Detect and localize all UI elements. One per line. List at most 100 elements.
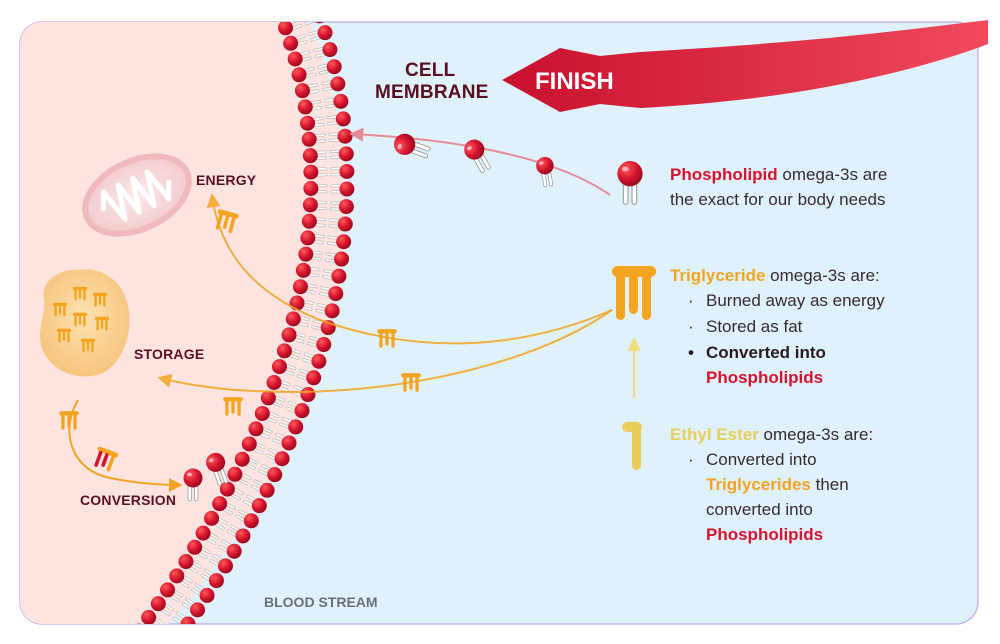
energy-path <box>206 193 613 345</box>
lipid-head <box>178 554 194 570</box>
lipid-head <box>338 146 354 162</box>
lipid-tail <box>304 13 318 18</box>
triglyceride-molecule <box>223 397 243 416</box>
storage-path <box>157 309 613 394</box>
triglyceride-caption: Triglyceride omega-3s are: <box>670 263 880 288</box>
lipid-head <box>330 76 346 92</box>
lipid-head <box>295 262 311 278</box>
ethyl-ester-name: Ethyl Ester <box>670 425 759 444</box>
lipid-head <box>251 498 267 514</box>
lipid-tail <box>137 633 149 642</box>
lipid-head <box>302 148 318 164</box>
lipid-head <box>266 374 282 390</box>
ethyl-ester-intro: omega-3s are: <box>758 425 874 444</box>
finish-label: FINISH <box>535 68 614 95</box>
lipid-head <box>301 131 317 147</box>
ethyl-ester-bullet-line4: Phospholipids <box>706 525 824 544</box>
cell-membrane <box>131 0 355 644</box>
lipid-head <box>285 311 301 327</box>
lipid-head <box>219 481 235 497</box>
lipid-head <box>272 5 287 20</box>
lipid-head <box>212 496 228 512</box>
lipid-head <box>150 596 166 612</box>
triglyceride-molecule <box>401 373 421 392</box>
lipid-head <box>171 631 186 644</box>
lipid-head <box>333 93 349 109</box>
lipid-head <box>199 587 215 603</box>
storage-label: STORAGE <box>134 346 205 362</box>
lipid-head <box>226 543 242 559</box>
triglyceride-molecule <box>377 329 397 348</box>
lipid-tail <box>298 0 312 2</box>
lipid-tail <box>304 13 318 18</box>
lipid-head <box>306 0 321 7</box>
lipid-head <box>287 51 303 67</box>
triglyceride-molecule <box>59 411 79 430</box>
lipid-head <box>190 602 206 618</box>
lipid-head <box>169 568 185 584</box>
lipid-head <box>317 25 333 41</box>
lipid-head <box>234 451 250 467</box>
phospholipid-name: Phospholipid <box>670 165 778 184</box>
lipid-head <box>180 616 196 624</box>
lipid-head <box>334 251 350 267</box>
lipid-tail <box>281 10 295 15</box>
lipid-head <box>328 286 344 302</box>
lipid-tail <box>141 629 153 638</box>
lipid-head <box>338 199 354 215</box>
lipid-tail <box>164 632 176 641</box>
lipid-head <box>278 22 294 36</box>
lipid-head <box>303 181 319 197</box>
triglyceride-bullet-fat-text: Stored as fat <box>706 317 803 336</box>
lipid-head <box>303 164 319 180</box>
lipid-head <box>276 343 292 359</box>
lipid-tail <box>300 2 314 7</box>
lipid-head <box>336 234 352 250</box>
lipid-head <box>302 197 318 213</box>
phospholipid-text-line1: omega-3s are <box>777 165 888 184</box>
lipid-head <box>217 558 233 574</box>
lipid-head <box>266 0 281 5</box>
lipid-head <box>241 436 257 452</box>
blood-stream-label: BLOOD STREAM <box>264 594 378 610</box>
lipid-head <box>131 623 147 624</box>
triglyceride-bullet-convert: •Converted into Phospholipids <box>688 343 826 387</box>
ethyl-ester-icon <box>622 422 642 470</box>
cell-membrane-label-line2: MEMBRANE <box>375 82 489 103</box>
triglyceride-bullet-energy-text: Burned away as energy <box>706 291 885 310</box>
lipid-head <box>271 359 287 375</box>
ethyl-ester-bullet: ·Converted into Triglycerides then conve… <box>688 450 849 544</box>
lipid-head <box>235 528 251 544</box>
lipid-head <box>267 467 283 483</box>
lipid-head <box>281 327 297 343</box>
triglyceride-bullet-convert-line2: Phospholipids <box>706 368 824 387</box>
lipid-head <box>300 230 316 246</box>
lipid-head <box>339 163 355 179</box>
lipid-head <box>248 421 264 437</box>
lipid-tail <box>164 632 176 641</box>
fat-storage-icon <box>40 269 130 377</box>
lipid-head <box>274 451 290 467</box>
triglyceride-bullet-fat: ·Stored as fat <box>688 317 803 336</box>
phospholipid-caption: Phospholipid omega-3s are the exact for … <box>670 162 887 212</box>
lipid-head <box>316 337 332 353</box>
cell-membrane-label: CELL MEMBRANE <box>375 60 489 104</box>
lipid-head <box>294 83 310 99</box>
ethyl-ester-bullet-then: then <box>810 475 849 494</box>
triglyceride-intro: omega-3s are: <box>765 266 880 285</box>
lipid-tail <box>298 0 312 2</box>
ethyl-ester-bullet-line1: Converted into <box>706 450 817 469</box>
lipid-tail <box>279 4 293 9</box>
lipid-head <box>141 610 157 624</box>
lipid-head <box>292 279 308 295</box>
phospholipid-text-line2: the exact for our body needs <box>670 190 886 209</box>
triglyceride-name: Triglyceride <box>670 266 766 285</box>
mitochondria-icon <box>82 153 192 237</box>
lipid-head <box>227 466 243 482</box>
lipid-head <box>204 510 220 526</box>
lipid-head <box>291 67 307 83</box>
lipid-head <box>312 22 328 24</box>
lipid-head <box>322 42 338 58</box>
